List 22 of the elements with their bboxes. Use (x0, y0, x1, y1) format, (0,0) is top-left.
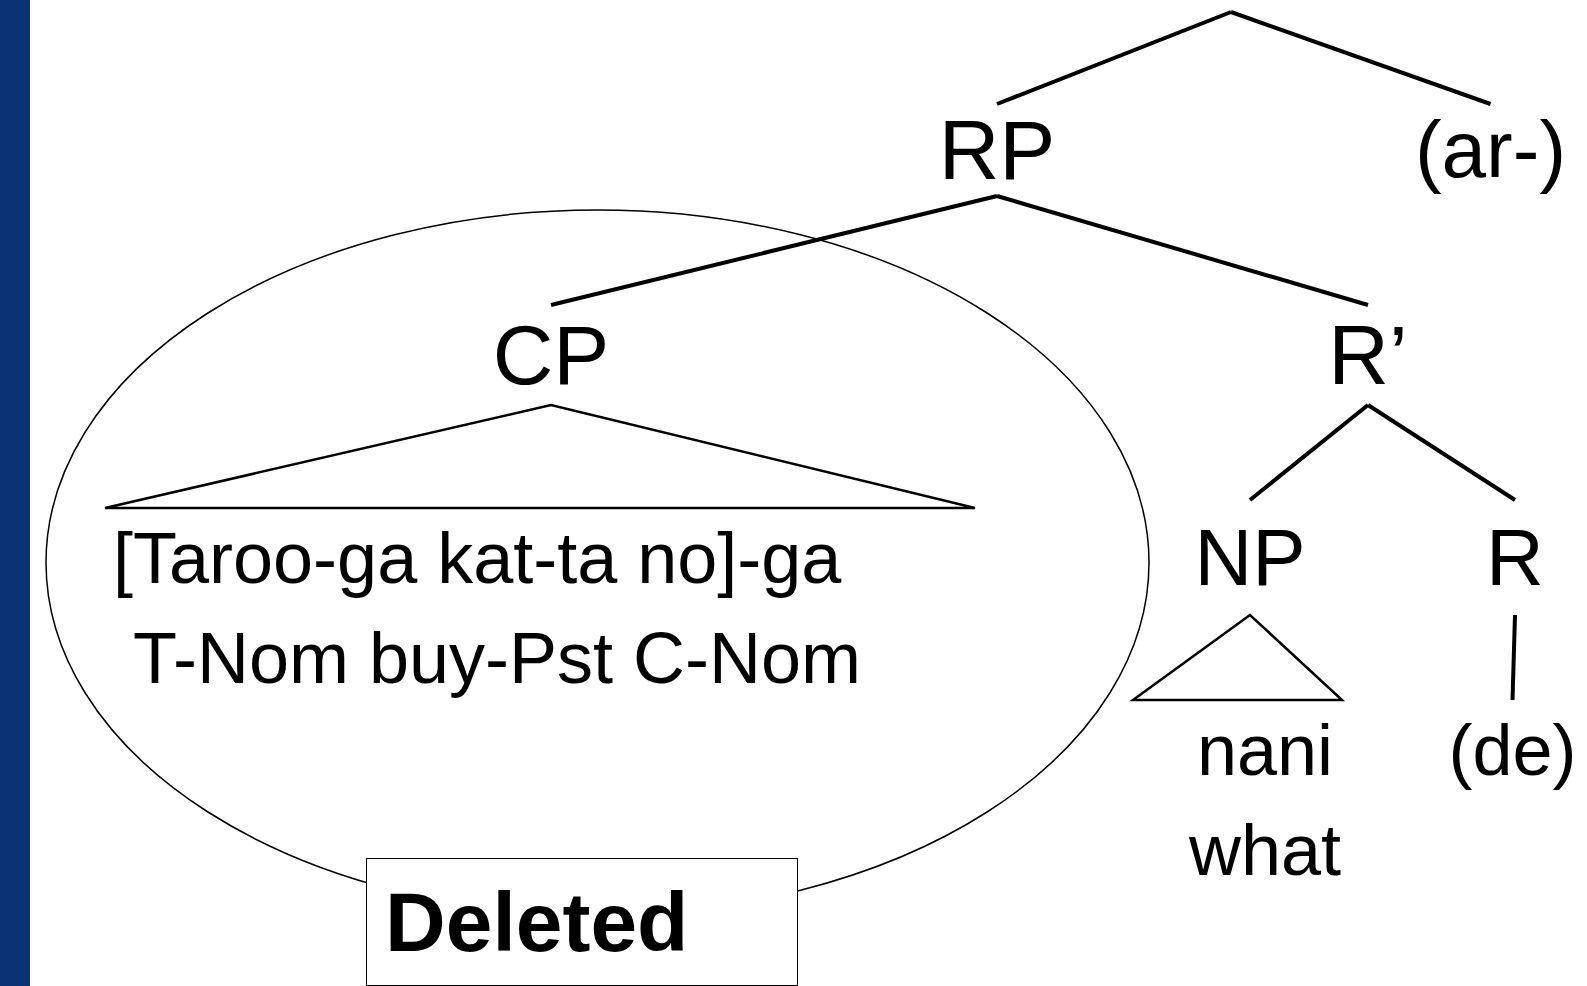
category-label: R’ (1293, 305, 1443, 405)
sentence-text: [Taroo-ga kat-ta no]-ga (112, 517, 842, 600)
roof-triangle (1129, 613, 1346, 702)
tree-branch (1366, 403, 1517, 502)
deleted-label-box: Deleted (366, 858, 798, 986)
morpheme-text: (de) (1440, 700, 1585, 800)
tree-branch (996, 194, 1369, 307)
tree-branch (550, 194, 998, 307)
tree-branch (996, 10, 1232, 106)
morpheme-text: (ar-) (1398, 104, 1583, 196)
tree-branch (1510, 614, 1517, 701)
side-bar (0, 0, 30, 986)
word-text: nani (1196, 709, 1334, 792)
category-label: RP (902, 104, 1092, 196)
roof-triangle (103, 403, 977, 510)
tree-branch (1248, 403, 1370, 502)
category-label: R (1450, 500, 1580, 615)
gloss-text: T-Nom buy-Pst C-Nom (132, 617, 862, 700)
gloss-text: what (1188, 809, 1342, 892)
category-label: NP (1165, 500, 1335, 615)
tree-branch (1230, 10, 1492, 106)
category-label: CP (476, 305, 626, 405)
